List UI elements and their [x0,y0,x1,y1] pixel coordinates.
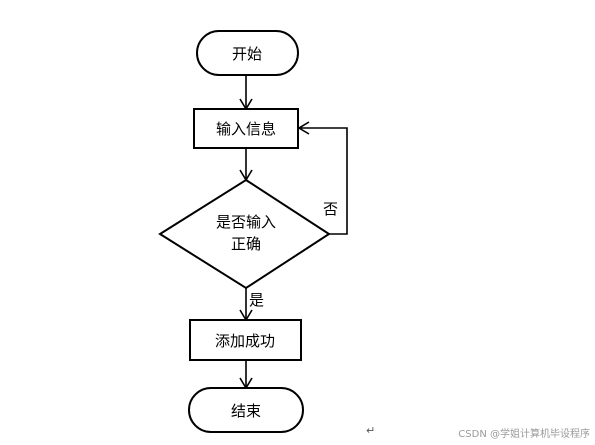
end-node: 结束 [188,387,304,433]
input-node: 输入信息 [193,108,299,149]
connector-add-to-end [239,360,253,390]
add-node: 添加成功 [189,319,302,361]
start-node: 开始 [196,30,299,76]
input-label: 输入信息 [216,120,276,138]
end-label: 结束 [231,402,261,420]
start-label: 开始 [232,45,262,63]
no-edge-label: 否 [323,200,338,218]
decision-label-line2: 正确 [231,235,261,253]
add-label: 添加成功 [215,332,275,350]
connector-input-to-decision [239,148,253,182]
decision-label-line1: 是否输入 [216,213,276,231]
yes-edge-label: 是 [249,291,264,309]
decision-node: 是否输入 正确 [158,178,331,290]
watermark: CSDN @学姐计算机毕设程序 [458,427,590,440]
return-mark: ↵ [366,424,375,437]
connector-start-to-input [239,75,253,111]
